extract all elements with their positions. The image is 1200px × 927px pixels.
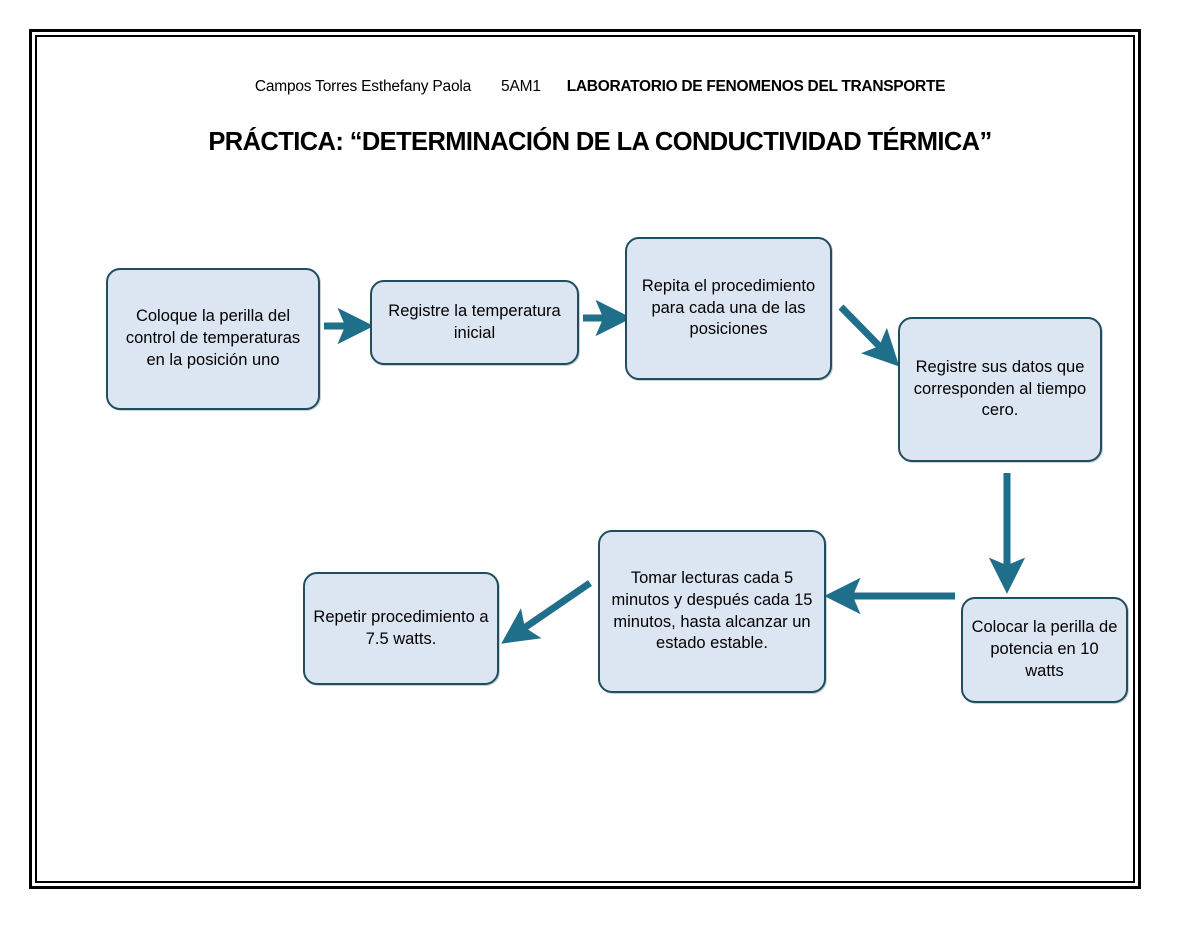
flow-node-registre-datos-tiempo-cero[interactable]: Registre sus datos que corresponden al t…	[898, 317, 1102, 462]
flow-node-registre-temperatura-inicial[interactable]: Registre la temperatura inicial	[370, 280, 579, 365]
flow-node-repetir-procedimiento-7-5-watts[interactable]: Repetir procedimiento a 7.5 watts.	[303, 572, 499, 685]
laboratory-name: LABORATORIO DE FENOMENOS DEL TRANSPORTE	[566, 78, 946, 95]
arrow-node6-to-node7	[501, 580, 592, 644]
flow-node-coloque-perilla-control[interactable]: Coloque la perilla del control de temper…	[106, 268, 320, 410]
flow-node-tomar-lecturas-estado-estable[interactable]: Tomar lecturas cada 5 minutos y después …	[598, 530, 826, 693]
header-line: Campos Torres Esthefany Paola 5AM1 LABORAT…	[0, 78, 1200, 96]
author-name: Campos Torres Esthefany Paola	[254, 78, 472, 95]
page-title: PRÁCTICA: “DETERMINACIÓN DE LA CONDUCTIV…	[208, 128, 992, 156]
group-code: 5AM1	[501, 78, 541, 95]
flow-node-repita-procedimiento-posiciones[interactable]: Repita el procedimiento para cada una de…	[625, 237, 832, 380]
page-border-outer	[29, 29, 1141, 889]
flow-node-colocar-perilla-potencia-10-watts[interactable]: Colocar la perilla de potencia en 10 wat…	[961, 597, 1128, 703]
arrow-node3-to-node4	[838, 304, 900, 367]
page-border-inner	[35, 35, 1135, 883]
